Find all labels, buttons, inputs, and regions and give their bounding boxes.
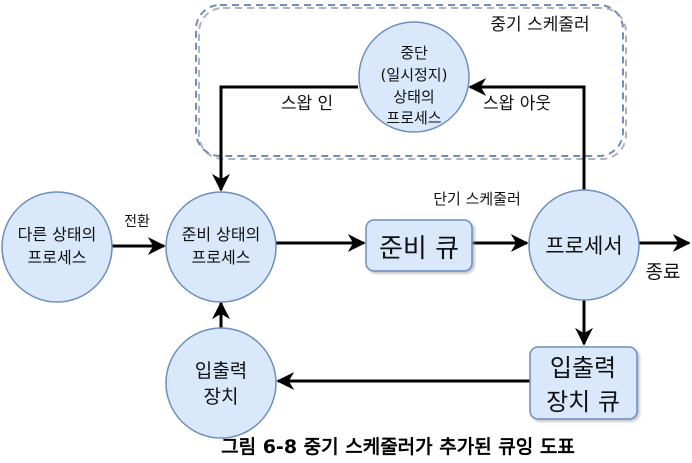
- svg-text:다른 상태의: 다른 상태의: [18, 225, 97, 244]
- svg-text:장치: 장치: [204, 386, 239, 408]
- group-shadow: [198, 7, 627, 160]
- node-ready-queue[interactable]: 준비 큐: [365, 219, 473, 272]
- svg-text:중단: 중단: [400, 44, 428, 62]
- svg-text:상태의: 상태의: [393, 88, 434, 106]
- edge-swap-out: [468, 78, 586, 190]
- svg-text:(일시정지): (일시정지): [381, 66, 448, 84]
- svg-text:장치 큐: 장치 큐: [546, 388, 620, 416]
- node-processor[interactable]: 프로세서: [528, 189, 640, 301]
- label-swap-in: 스왑 인: [281, 94, 333, 114]
- svg-text:프로세스: 프로세스: [28, 248, 87, 267]
- node-other-state-process[interactable]: 다른 상태의 프로세스: [1, 191, 113, 303]
- label-exit: 종료: [646, 261, 681, 283]
- figure-caption: 그림 6-8 중기 스케줄러가 추가된 큐잉 도표: [221, 436, 575, 458]
- label-short-term-scheduler: 단기 스케줄러: [433, 190, 521, 208]
- node-io-device[interactable]: 입출력 장치: [165, 327, 277, 439]
- group-border: [195, 4, 624, 157]
- svg-text:준비 큐: 준비 큐: [379, 234, 459, 264]
- edges: [112, 78, 691, 390]
- node-ready-state-process[interactable]: 준비 상태의 프로세스: [165, 191, 277, 303]
- label-swap-out: 스왑 아웃: [483, 94, 551, 114]
- svg-text:준비 상태의: 준비 상태의: [182, 225, 261, 244]
- svg-text:입출력: 입출력: [550, 354, 616, 382]
- medium-term-scheduler-group: 중기 스케줄러: [195, 4, 627, 160]
- svg-text:입출력: 입출력: [195, 360, 247, 382]
- label-transition: 전환: [124, 214, 150, 230]
- svg-text:프로세서: 프로세서: [545, 234, 622, 258]
- node-suspended-process[interactable]: 중단 (일시정지) 상태의 프로세스: [358, 21, 470, 133]
- node-io-queue[interactable]: 입출력 장치 큐: [529, 346, 638, 420]
- group-label: 중기 스케줄러: [490, 15, 589, 35]
- edge-swap-in: [212, 85, 358, 192]
- svg-text:프로세스: 프로세스: [386, 109, 441, 127]
- svg-text:프로세스: 프로세스: [192, 248, 251, 267]
